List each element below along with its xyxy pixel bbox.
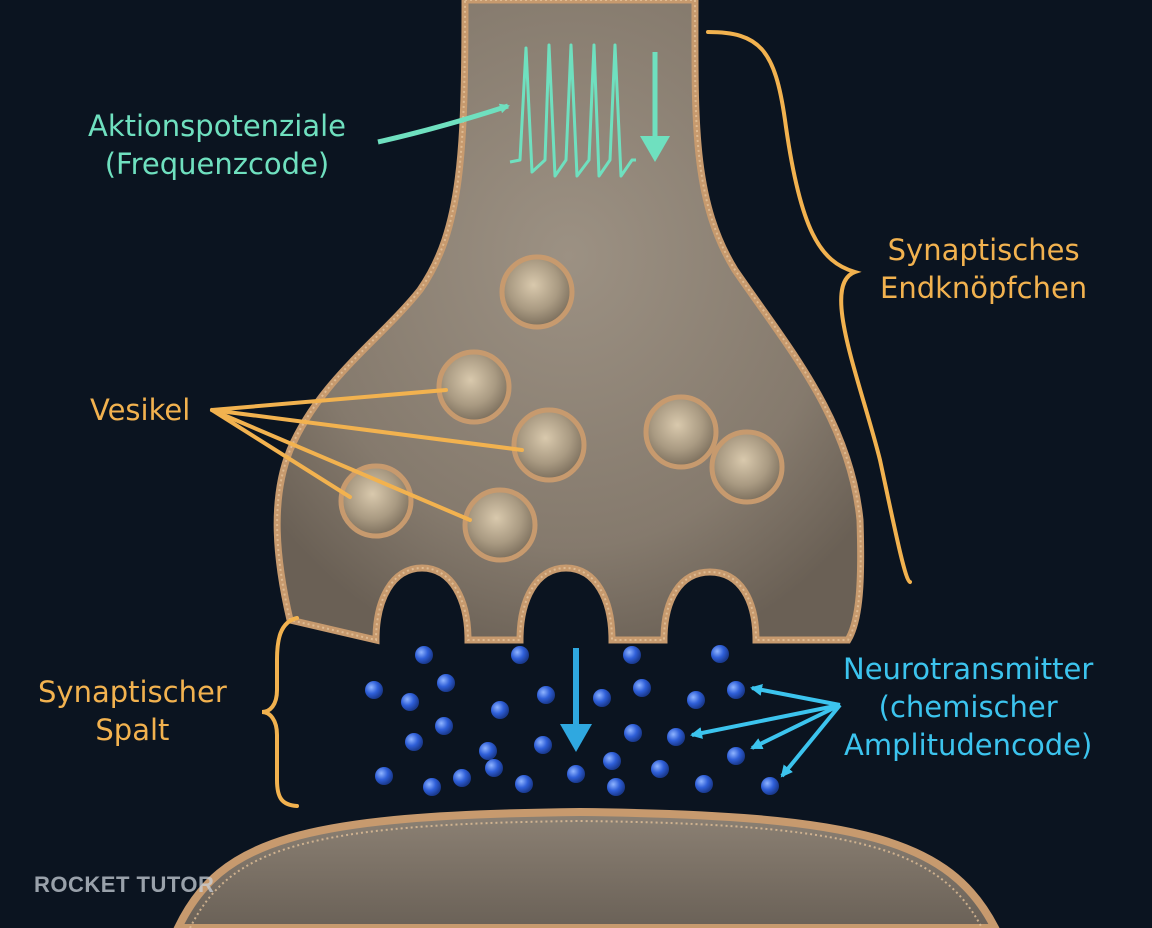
vesicle	[511, 407, 587, 483]
vesicle	[338, 463, 414, 539]
neurotransmitter-molecule	[401, 693, 419, 711]
vesicle	[436, 349, 512, 425]
neurotransmitter-molecule	[727, 747, 745, 765]
neurotransmitter-molecule	[537, 686, 555, 704]
neurotransmitter-molecule	[603, 752, 621, 770]
neurotransmitter-molecule	[651, 760, 669, 778]
label-action-potentials: Aktionspotenziale (Frequenzcode)	[88, 107, 346, 183]
label-terminal-button: Synaptisches Endknöpfchen	[880, 231, 1087, 307]
label-terminal-button-line2: Endknöpfchen	[880, 271, 1088, 305]
vesicle	[643, 394, 719, 470]
label-synaptic-cleft-line2: Spalt	[95, 713, 170, 747]
neurotransmitter-molecule	[415, 646, 433, 664]
neurotransmitter-molecule	[423, 778, 441, 796]
neurotransmitter-molecule	[515, 775, 533, 793]
neurotransmitter-molecule	[687, 691, 705, 709]
label-neurotransmitter-line2: (chemischer	[878, 690, 1058, 724]
neurotransmitter-molecule	[695, 775, 713, 793]
neurotransmitter-molecule	[437, 674, 455, 692]
label-neurotransmitter-line1: Neurotransmitter	[843, 652, 1094, 686]
neurotransmitter-molecule	[453, 769, 471, 787]
neurotransmitter-molecules	[365, 645, 779, 796]
neurotransmitter-molecule	[567, 765, 585, 783]
down-arrow-icon	[640, 52, 670, 162]
vesicle	[462, 487, 538, 563]
label-synaptic-cleft-line1: Synaptischer	[38, 675, 227, 709]
neurotransmitter-molecule	[491, 701, 509, 719]
label-terminal-button-line1: Synaptisches	[887, 233, 1080, 267]
pointer-arrow	[377, 103, 510, 145]
neurotransmitter-molecule	[405, 733, 423, 751]
neurotransmitter-molecule	[479, 742, 497, 760]
neurotransmitter-molecule	[375, 767, 393, 785]
label-synaptic-cleft: Synaptischer Spalt	[38, 673, 227, 749]
label-vesicles: Vesikel	[90, 393, 191, 427]
neurotransmitter-molecule	[435, 717, 453, 735]
vesicle-pointer-lines	[210, 388, 524, 522]
neurotransmitter-molecule	[624, 724, 642, 742]
neurotransmitter-molecule	[711, 645, 729, 663]
neurotransmitter-molecule	[667, 728, 685, 746]
label-neurotransmitter-line3: Amplitudencode)	[844, 728, 1093, 762]
neurotransmitter-molecule	[607, 778, 625, 796]
release-arrow-icon	[560, 648, 592, 752]
brace-terminal	[706, 30, 912, 584]
vesicle	[709, 429, 785, 505]
neurotransmitter-molecule	[511, 646, 529, 664]
neurotransmitter-molecule	[485, 759, 503, 777]
brace-cleft	[261, 616, 299, 808]
neurotransmitter-molecule	[633, 679, 651, 697]
label-action-potentials-line2: (Frequenzcode)	[104, 147, 330, 181]
watermark-logo: ROCKET TUTOR	[34, 872, 215, 897]
neurotransmitter-molecule	[365, 681, 383, 699]
label-neurotransmitter: Neurotransmitter (chemischer Amplitudenc…	[843, 650, 1093, 764]
neurotransmitter-molecule	[593, 689, 611, 707]
neurotransmitter-molecule	[761, 777, 779, 795]
neurotransmitter-pointer-arrows	[690, 684, 842, 778]
neurotransmitter-molecule	[727, 681, 745, 699]
vesicle	[499, 254, 575, 330]
postsynaptic-membrane	[173, 807, 1000, 928]
neurotransmitter-molecule	[534, 736, 552, 754]
neurotransmitter-molecule	[623, 646, 641, 664]
action-potential-spikes	[509, 43, 636, 178]
label-action-potentials-line1: Aktionspotenziale	[88, 109, 346, 143]
vesicles	[338, 254, 785, 563]
